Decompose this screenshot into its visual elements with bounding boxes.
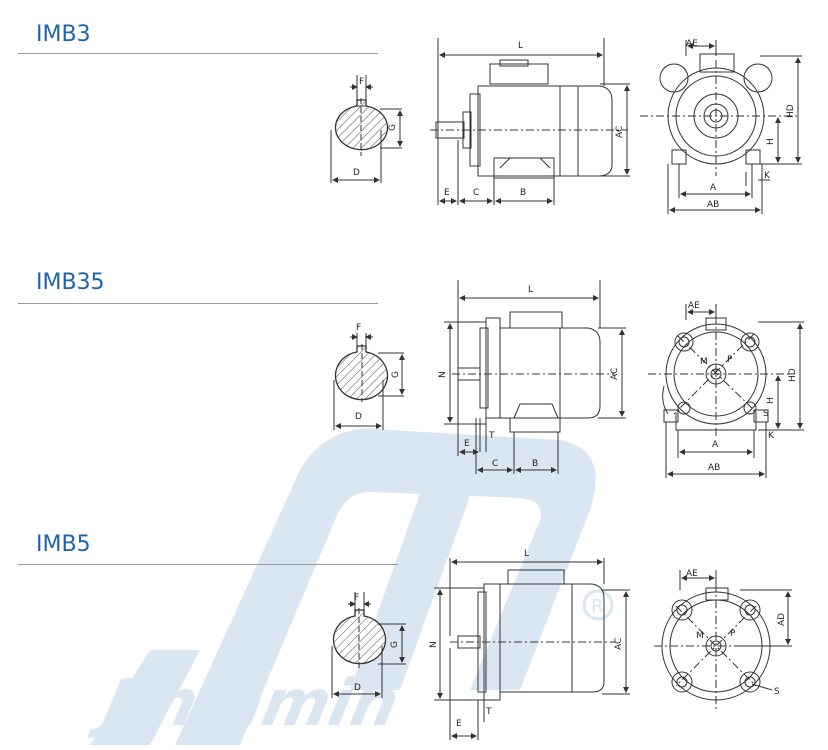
watermark-registered: R (591, 596, 604, 617)
imb3-front-view (640, 40, 802, 214)
imb3-label-E: E (444, 188, 450, 198)
imb3-shaft-section (330, 75, 403, 183)
imb5-label-AD: AD (777, 613, 787, 626)
imb3-label-F: F (359, 77, 364, 87)
imb35-label-AC: AC (610, 368, 620, 380)
imb3-label-H: H (766, 138, 776, 145)
section-divider-imb3 (18, 53, 378, 54)
section-divider-imb35 (18, 303, 378, 304)
imb35-label-E: E (464, 439, 470, 449)
imb35-side-labels: L N AC E T C B (438, 285, 620, 469)
section-title-imb5: IMB5 (36, 532, 91, 557)
imb3-label-K: K (764, 171, 771, 181)
imb35-label-B: B (532, 459, 538, 469)
section-title-imb3: IMB3 (36, 22, 91, 47)
imb35-label-P: P (727, 355, 733, 365)
imb3-label-G: G (388, 124, 398, 131)
imb3-label-A: A (710, 183, 717, 193)
imb5-label-D: D (354, 683, 361, 693)
imb5-label-AE: AE (686, 569, 698, 579)
imb5-front-labels: AE M P AD S (686, 569, 787, 697)
imb35-label-C: C (492, 459, 498, 469)
imb3-label-AC: AC (615, 126, 625, 138)
imb35-label-AB: AB (708, 463, 720, 473)
imb35-shaft-section (333, 333, 405, 430)
imb35-front-view (648, 304, 804, 478)
watermark-brand-text: Jinmmin (87, 667, 406, 741)
imb35-label-M: M (700, 357, 708, 367)
imb35-label-F: F (356, 323, 361, 333)
imb35-label-N: N (438, 371, 448, 378)
imb35-label-D: D (355, 412, 362, 422)
imb3-label-L: L (518, 41, 523, 51)
imb5-label-P: P (730, 629, 736, 639)
imb3-side-view (430, 38, 630, 205)
imb35-front-labels: AE M P HD H S K A AB (688, 301, 798, 473)
imb5-label-E: E (456, 719, 462, 729)
imb3-label-B: B (520, 188, 526, 198)
imb5-label-F: F (354, 593, 359, 603)
imb3-front-labels: AE HD H K A AB (686, 39, 796, 210)
imb5-label-T: T (485, 707, 492, 717)
imb5-shaft-labels: F G D (354, 593, 400, 693)
imb35-shaft-labels: F G D (355, 323, 401, 422)
imb3-shaft-labels: F G D (353, 77, 398, 178)
imb5-label-S: S (774, 687, 780, 697)
section-divider-imb5 (18, 564, 398, 565)
imb3-label-C: C (473, 188, 479, 198)
imb5-side-view (434, 558, 630, 740)
imb5-label-L: L (524, 549, 529, 559)
imb5-label-G: G (390, 641, 400, 648)
imb35-label-AE: AE (688, 301, 700, 311)
imb35-label-K: K (768, 431, 775, 441)
imb3-label-AB: AB (707, 200, 719, 210)
section-title-imb35: IMB35 (36, 270, 105, 295)
imb35-label-H: H (766, 397, 776, 404)
imb5-label-N: N (429, 641, 439, 648)
brand-watermark: Jinmmin R (87, 428, 614, 745)
imb35-label-HD: HD (788, 368, 798, 382)
imb3-label-HD: HD (786, 104, 796, 118)
imb3-side-labels: L AC E C B (444, 41, 625, 198)
imb35-label-A: A (712, 440, 719, 450)
imb3-label-D: D (353, 168, 360, 178)
imb5-side-labels: L N AC E T (429, 549, 624, 729)
imb5-label-M: M (696, 631, 704, 641)
imb35-label-G: G (391, 371, 401, 378)
imb3-label-AE: AE (686, 39, 698, 49)
imb5-label-AC: AC (614, 638, 624, 650)
imb5-front-view (654, 570, 792, 712)
imb5-shaft-section (331, 592, 406, 698)
imb35-label-S: S (763, 409, 769, 419)
imb35-label-L: L (528, 285, 533, 295)
imb35-side-view (444, 280, 626, 474)
imb35-label-T: T (488, 431, 495, 441)
